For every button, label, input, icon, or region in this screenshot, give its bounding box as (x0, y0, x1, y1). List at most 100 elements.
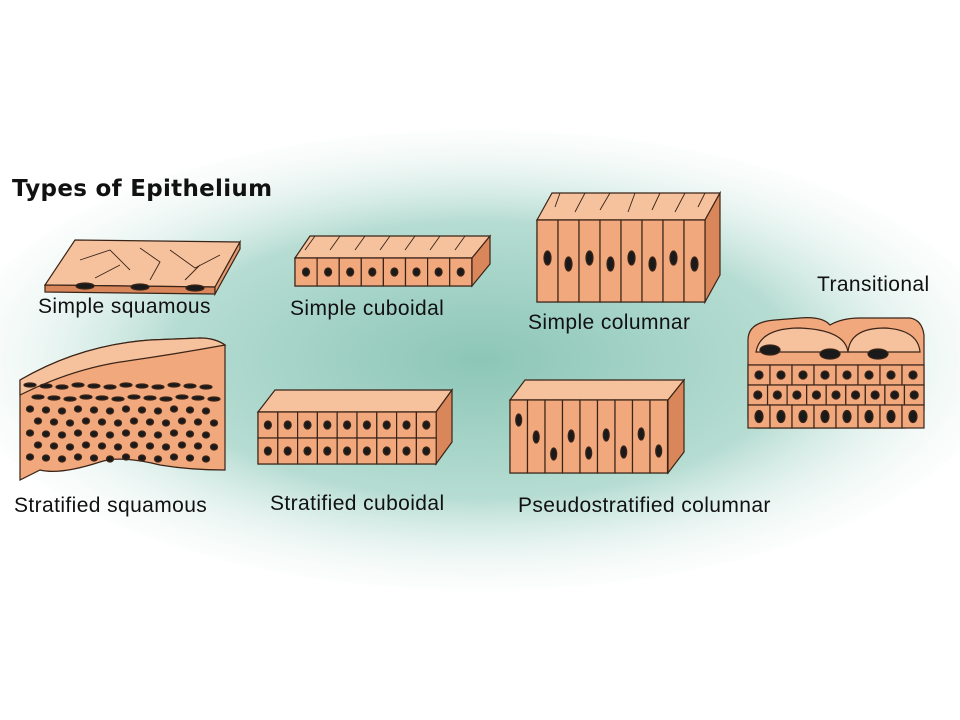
nucleus (606, 256, 615, 272)
nucleus (87, 383, 101, 389)
nucleus (41, 406, 51, 414)
simple-columnar-illustration (535, 190, 722, 305)
nucleus (382, 446, 391, 456)
nucleus (65, 443, 75, 451)
nucleus (127, 394, 141, 400)
nucleus (135, 383, 149, 389)
label-simple-columnar: Simple columnar (528, 311, 691, 334)
nucleus (121, 429, 131, 437)
nucleus (183, 383, 197, 389)
nucleus (753, 390, 763, 400)
nucleus (137, 454, 147, 462)
nucleus (65, 419, 75, 427)
nucleus (263, 446, 272, 456)
nucleus (97, 442, 107, 450)
columnar-cell (579, 399, 599, 474)
nucleus (169, 405, 179, 413)
label-simple-squamous: Simple squamous (38, 295, 211, 318)
nucleus (177, 417, 187, 425)
nucleus (31, 394, 45, 400)
simple-squamous-illustration (43, 239, 242, 297)
nucleus (323, 446, 332, 456)
nucleus (25, 453, 35, 461)
nucleus (41, 454, 51, 462)
cuboidal-row (294, 257, 473, 287)
nucleus (567, 429, 575, 443)
nucleus (564, 256, 573, 272)
nucleus (648, 256, 657, 272)
nucleus (153, 455, 163, 463)
nucleus (908, 409, 918, 424)
nucleus (283, 446, 292, 456)
nucleus (886, 370, 896, 380)
nucleus (137, 406, 147, 414)
nucleus (185, 406, 195, 414)
nucleus (55, 384, 69, 390)
nucleus (776, 370, 786, 380)
nucleus (143, 395, 157, 401)
nucleus (201, 431, 211, 439)
nucleus (39, 383, 53, 389)
nucleus (402, 446, 411, 456)
nucleus (772, 390, 782, 400)
nucleus (97, 418, 107, 426)
stratified-squamous-nuclei (23, 382, 221, 463)
nucleus (362, 420, 371, 430)
nucleus (25, 429, 35, 437)
stratified-cuboidal-cells (257, 411, 437, 465)
nucleus (820, 409, 830, 424)
nucleus (169, 453, 179, 461)
nucleus (113, 419, 123, 427)
nucleus (362, 446, 371, 456)
nucleus (23, 382, 37, 388)
figure-title: Types of Epithelium (12, 176, 273, 202)
nucleus (323, 420, 332, 430)
nucleus (890, 390, 900, 400)
nucleus (119, 382, 133, 388)
nucleus (89, 406, 99, 414)
nucleus (343, 420, 352, 430)
stratified-squamous-illustration (19, 337, 227, 481)
nucleus (81, 417, 91, 425)
label-stratified-cuboidal: Stratified cuboidal (270, 492, 445, 515)
nucleus (301, 267, 311, 277)
nucleus (346, 267, 355, 277)
nucleus (263, 420, 272, 430)
nucleus (73, 453, 83, 461)
nucleus (57, 431, 67, 439)
nucleus (185, 430, 195, 438)
nucleus (543, 250, 552, 266)
nucleus (776, 409, 786, 424)
nucleus (402, 420, 411, 430)
nucleus (193, 418, 203, 426)
nucleus (161, 419, 171, 427)
nucleus (145, 418, 155, 426)
label-transitional: Transitional (817, 273, 930, 296)
nucleus (870, 390, 880, 400)
nucleus (159, 396, 173, 402)
nucleus (33, 417, 43, 425)
nucleus (820, 370, 830, 380)
nucleus (798, 409, 808, 424)
nucleus (831, 390, 841, 400)
nucleus (151, 384, 165, 390)
nucleus (532, 430, 540, 444)
nucleus (79, 394, 93, 400)
nucleus (850, 390, 861, 400)
nucleus (129, 417, 139, 425)
nucleus (63, 396, 77, 402)
nucleus (81, 441, 91, 449)
nucleus (103, 384, 117, 390)
nucleus (121, 453, 131, 461)
nucleus (303, 446, 312, 456)
nucleus (169, 429, 179, 437)
columnar-cell (544, 399, 564, 474)
nucleus (191, 395, 205, 401)
nucleus (105, 431, 115, 439)
nucleus (113, 443, 123, 451)
nucleus (89, 430, 99, 438)
nucleus (129, 441, 139, 449)
nucleus (864, 370, 874, 380)
nucleus (754, 409, 764, 424)
